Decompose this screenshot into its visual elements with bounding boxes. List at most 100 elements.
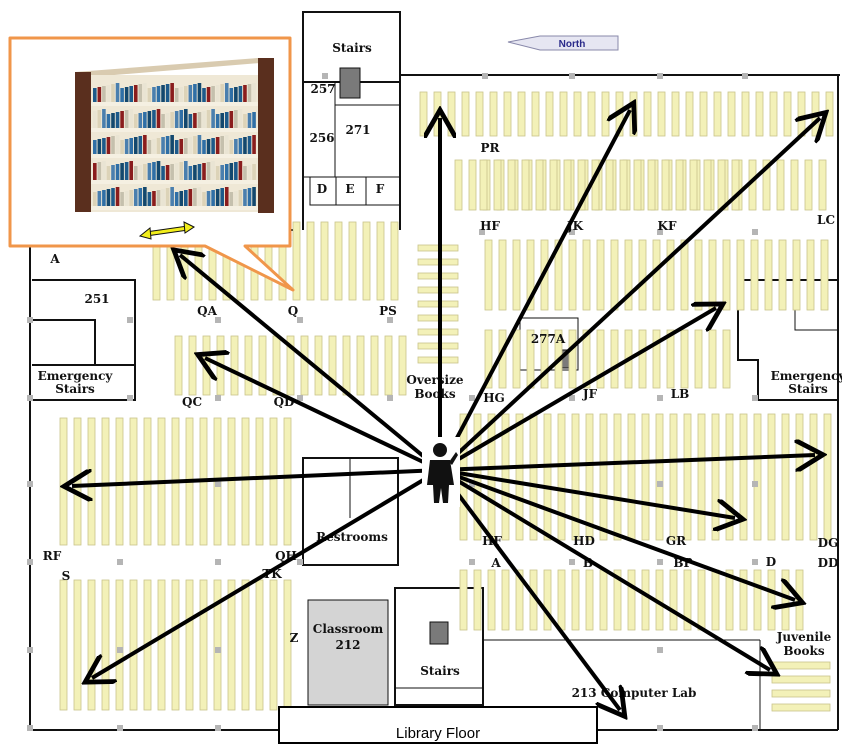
book-spine [129,86,133,102]
map-caption: Library Floor [278,706,598,744]
call-dd: DD [818,556,839,570]
shelf-unit [269,417,278,546]
shelf-unit [487,569,496,631]
book-spine [111,136,115,154]
shelf-unit [641,413,650,541]
shelf-unit [501,569,510,631]
book-spine [184,190,188,206]
shelf-unit [739,413,748,541]
book-shelves [59,91,834,711]
direction-arrow [438,468,770,670]
shelf-unit [683,413,692,541]
shelf-unit [587,91,596,137]
room-f: F [376,182,385,196]
book-spine [206,87,211,102]
shelf-unit [571,413,580,541]
shelf-unit [557,569,566,631]
shelf-unit [571,569,580,631]
book-spine [147,140,152,154]
emergency-right-line1: Emergency [771,369,842,383]
book-spine [179,87,184,102]
book-spine [120,111,124,128]
column-marker [117,647,123,653]
shelf-unit [87,579,96,711]
shelf-unit [543,569,552,631]
shelf-unit [717,159,726,211]
shelf-unit [638,329,647,389]
column-marker [482,73,488,79]
room-computer-lab: 213 Computer Lab [572,686,697,700]
classroom-line1: Classroom [313,622,384,636]
book-spine [138,136,143,154]
shelf-unit [657,91,666,137]
shelf-unit [328,335,337,396]
book-spine [97,110,102,128]
shelf-unit [517,91,526,137]
column-marker [742,73,748,79]
column-marker [27,317,33,323]
book-spine [179,162,184,180]
book-spine [124,191,129,206]
book-spine [165,84,170,102]
shelf-unit [484,239,493,311]
book-spine [202,140,206,154]
book-spine [211,86,215,102]
column-marker [215,647,221,653]
book-spine [234,110,238,128]
column-marker [657,229,663,235]
classroom-212 [307,599,389,706]
column-marker [215,725,221,731]
shelf-unit [683,569,692,631]
column-marker [657,73,663,79]
call-b: B [583,556,593,570]
book-spine [206,110,211,128]
north-label: North [559,39,586,50]
book-spine [152,87,156,102]
book-spine [247,165,252,180]
call-number-labels: PR HF JK KF LC QA Q PS QC QD HG JF LB RF… [43,141,839,645]
column-marker [127,317,133,323]
shelf-unit [601,91,610,137]
book-spine [170,164,174,180]
shelf-unit [73,579,82,711]
column-marker [752,229,758,235]
call-qa: QA [197,304,217,318]
shelf-unit [489,91,498,137]
call-hd: HD [573,534,595,548]
shelf-unit [568,329,577,389]
shelf-unit [753,413,762,541]
direction-arrow [438,118,820,472]
shelf-unit [568,239,577,311]
book-spine [220,188,224,206]
shelf-unit [666,329,675,389]
book-spine [138,113,143,128]
direction-arrow [180,255,442,472]
shelf-unit [769,91,778,137]
book-spine [211,138,215,154]
shelf-unit [641,569,650,631]
book-spine [129,161,133,180]
book-spine [206,139,211,154]
book-spine [174,140,179,154]
book-spine [234,87,238,102]
book-spine [193,113,197,128]
shelf-unit [750,239,759,311]
book-spine [93,140,97,154]
juvenile-line2: Books [783,644,824,658]
shelf-unit [185,579,194,711]
book-spine [152,110,156,128]
book-spine [220,113,224,128]
shelf-unit [334,221,343,301]
book-spine [243,137,247,154]
shelf-unit [398,335,407,396]
book-spine [215,85,220,102]
shelf-unit [362,221,371,301]
shelf-unit [727,91,736,137]
book-spine [229,192,234,206]
book-spine [193,188,197,206]
column-marker [752,395,758,401]
shelf-unit [767,413,776,541]
shelf-unit [767,569,776,631]
shelf-unit [795,413,804,541]
book-spine [165,165,170,180]
